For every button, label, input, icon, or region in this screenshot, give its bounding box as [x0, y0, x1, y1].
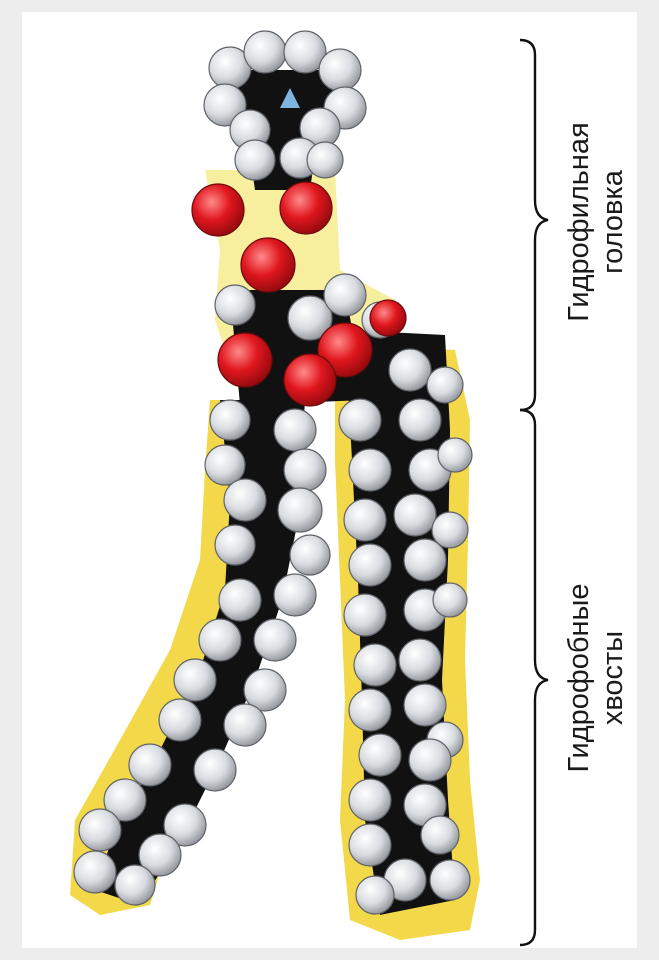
brace-hydrophobic-tails [520, 410, 548, 945]
head-label-line1: Гидрофильная [562, 122, 596, 321]
tails-label-line1: Гидрофобные [562, 583, 596, 772]
brace-hydrophilic-head [520, 40, 548, 410]
hydrophilic-head-label: Гидрофильная головка [562, 122, 630, 321]
hydrophobic-tails-label: Гидрофобные хвосты [562, 583, 630, 772]
head-label-line2: головка [596, 122, 630, 321]
tails-label-line2: хвосты [596, 583, 630, 772]
